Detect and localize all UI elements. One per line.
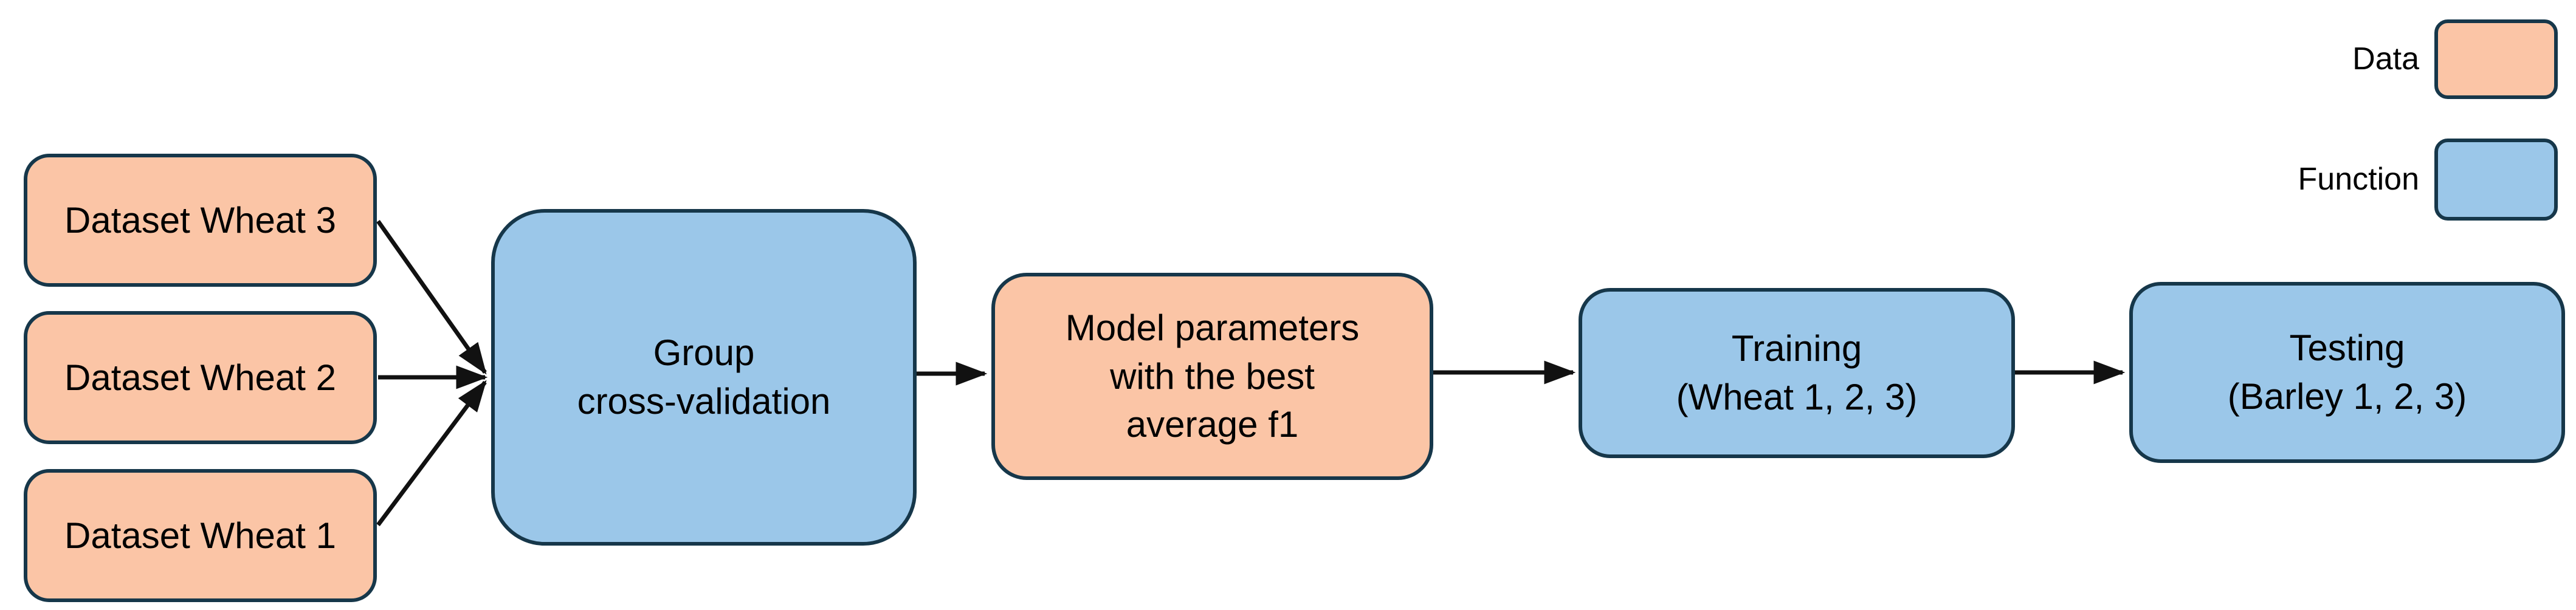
node-label-line: average f1 (1126, 404, 1299, 445)
node-label-line: Testing (2289, 327, 2405, 369)
node-dataset-wheat-2: Dataset Wheat 2 (24, 311, 377, 444)
node-label-line: Training (1731, 328, 1862, 369)
node-label-line: with the best (1110, 355, 1315, 397)
arrow-wheat3-to-groupcv (376, 219, 487, 375)
node-label-line: cross-validation (577, 381, 831, 422)
legend-label-data: Data (2352, 41, 2419, 77)
node-label-line: (Barley 1, 2, 3) (2227, 376, 2467, 417)
node-label-line: Group (653, 332, 755, 374)
legend-swatch-data (2434, 19, 2558, 99)
node-label: Dataset Wheat 3 (64, 199, 336, 241)
legend-swatch-function (2434, 139, 2558, 221)
node-testing: Testing (Barley 1, 2, 3) (2129, 282, 2565, 463)
node-label: Dataset Wheat 2 (64, 357, 336, 398)
node-label: Testing (Barley 1, 2, 3) (2228, 324, 2467, 421)
node-label: Group cross-validation (577, 329, 831, 426)
node-label: Training (Wheat 1, 2, 3) (1676, 324, 1918, 422)
node-label: Model parameters with the best average f… (1066, 304, 1360, 449)
node-dataset-wheat-1: Dataset Wheat 1 (24, 469, 377, 602)
node-label-line: (Wheat 1, 2, 3) (1676, 377, 1918, 417)
legend-label-function: Function (2298, 162, 2419, 197)
node-training: Training (Wheat 1, 2, 3) (1579, 288, 2015, 458)
node-dataset-wheat-3: Dataset Wheat 3 (24, 154, 377, 287)
node-label: Dataset Wheat 1 (64, 515, 336, 556)
arrow-wheat1-to-groupcv (376, 380, 487, 527)
node-label-line: Model parameters (1065, 307, 1360, 348)
node-group-cross-validation: Group cross-validation (491, 209, 917, 546)
node-model-parameters: Model parameters with the best average f… (991, 273, 1433, 480)
